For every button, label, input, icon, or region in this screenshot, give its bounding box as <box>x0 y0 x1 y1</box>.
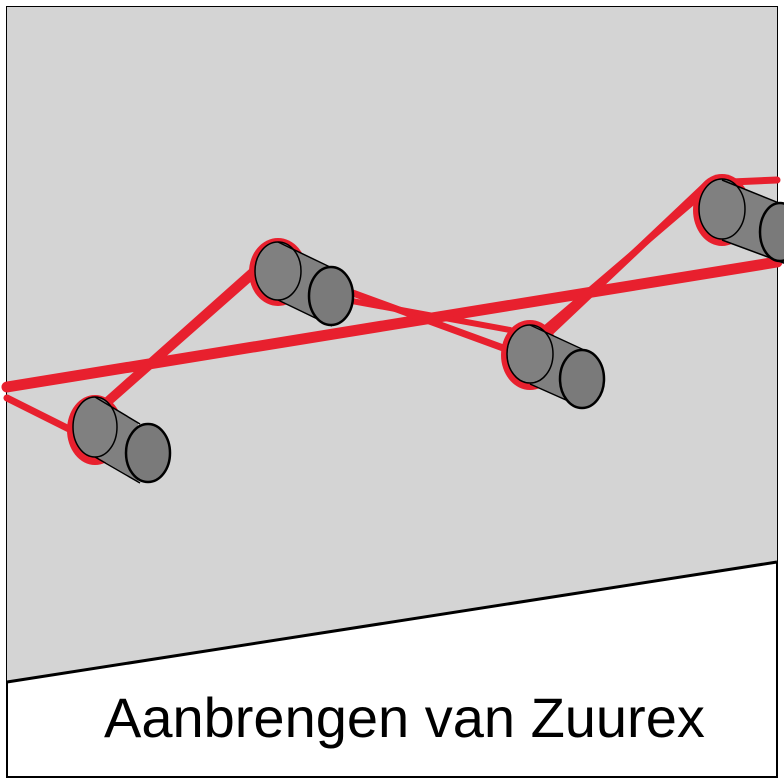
wrap-line-1 <box>97 265 258 409</box>
wall-surface <box>7 7 777 682</box>
straight-band <box>1 256 783 393</box>
diagram-caption: Aanbrengen van Zuurex <box>104 686 705 749</box>
pin-2-end <box>307 265 355 327</box>
pin-4-end <box>758 201 784 263</box>
wrap-line-3 <box>532 193 703 340</box>
pin-2 <box>249 238 355 327</box>
pin-1-end <box>124 422 172 484</box>
pin-4 <box>693 174 784 264</box>
wall-bottom-edge <box>6 560 778 684</box>
pin-1 <box>67 395 172 484</box>
pin-3-end <box>558 348 606 410</box>
pin-3 <box>501 320 606 410</box>
